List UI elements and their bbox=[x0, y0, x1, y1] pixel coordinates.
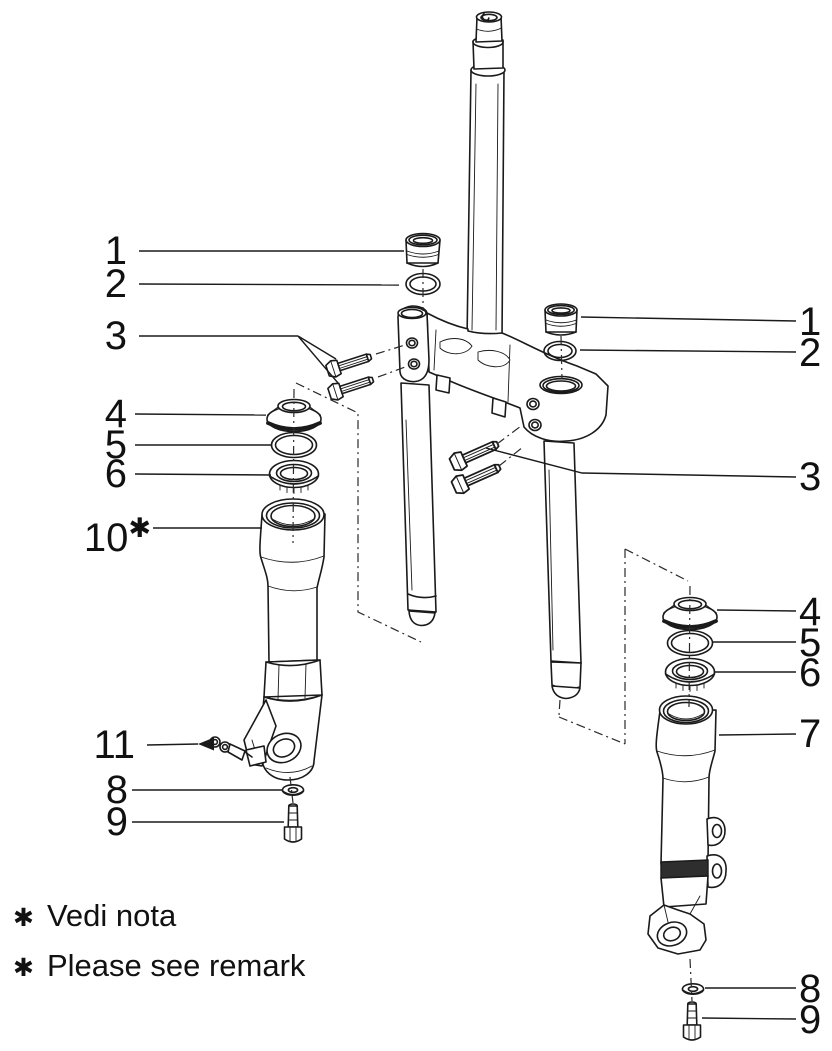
fork-cap-left bbox=[405, 232, 441, 268]
outer-tube-right bbox=[647, 695, 727, 955]
washer-left bbox=[281, 783, 305, 797]
callout-right-5: 5 bbox=[799, 621, 822, 665]
callout-right-8: 8 bbox=[799, 967, 822, 1011]
leader-lines bbox=[132, 250, 797, 1020]
callout-right-1: 1 bbox=[799, 300, 822, 344]
callout-right-9: 9 bbox=[799, 998, 822, 1042]
callout-left-10: 10✱ bbox=[83, 513, 151, 560]
bottom-bolt-right bbox=[682, 1001, 702, 1041]
cap-oring-right bbox=[543, 340, 577, 362]
callout-left-8: 8 bbox=[105, 768, 128, 812]
construction-lines bbox=[289, 269, 693, 1002]
pinch-screws bbox=[209, 736, 253, 761]
callout-left-5: 5 bbox=[104, 423, 127, 467]
steering-column bbox=[466, 11, 506, 341]
footnote-english: ✱Please see remark bbox=[13, 948, 306, 983]
stanchion-left bbox=[400, 382, 437, 627]
outer-tube-left bbox=[243, 498, 326, 781]
callout-left-11: 11 bbox=[93, 723, 135, 767]
washer-right bbox=[681, 982, 705, 996]
callout-right-6: 6 bbox=[799, 651, 822, 695]
callout-right-2: 2 bbox=[799, 331, 822, 375]
fork-cap-right bbox=[544, 303, 578, 336]
stanchion-right bbox=[543, 440, 582, 700]
footnote-italian: ✱Vedi nota bbox=[13, 898, 177, 933]
callout-left-2: 2 bbox=[104, 262, 127, 306]
bottom-bolt-left bbox=[283, 803, 303, 843]
asterisk-icon: ✱ bbox=[13, 904, 34, 932]
clamp-bolts-right bbox=[447, 434, 505, 497]
triple-clamp bbox=[397, 305, 609, 443]
callout-left-4: 4 bbox=[104, 392, 127, 436]
callout-right-7: 7 bbox=[799, 712, 822, 756]
callout-right-4: 4 bbox=[799, 590, 822, 634]
callout-left-6: 6 bbox=[104, 452, 127, 496]
callout-left-9: 9 bbox=[105, 800, 128, 844]
callout-left-1: 1 bbox=[104, 229, 127, 273]
callout-right-3: 3 bbox=[799, 455, 822, 499]
asterisk-icon: ✱ bbox=[13, 954, 34, 982]
callout-left-3: 3 bbox=[104, 314, 127, 358]
